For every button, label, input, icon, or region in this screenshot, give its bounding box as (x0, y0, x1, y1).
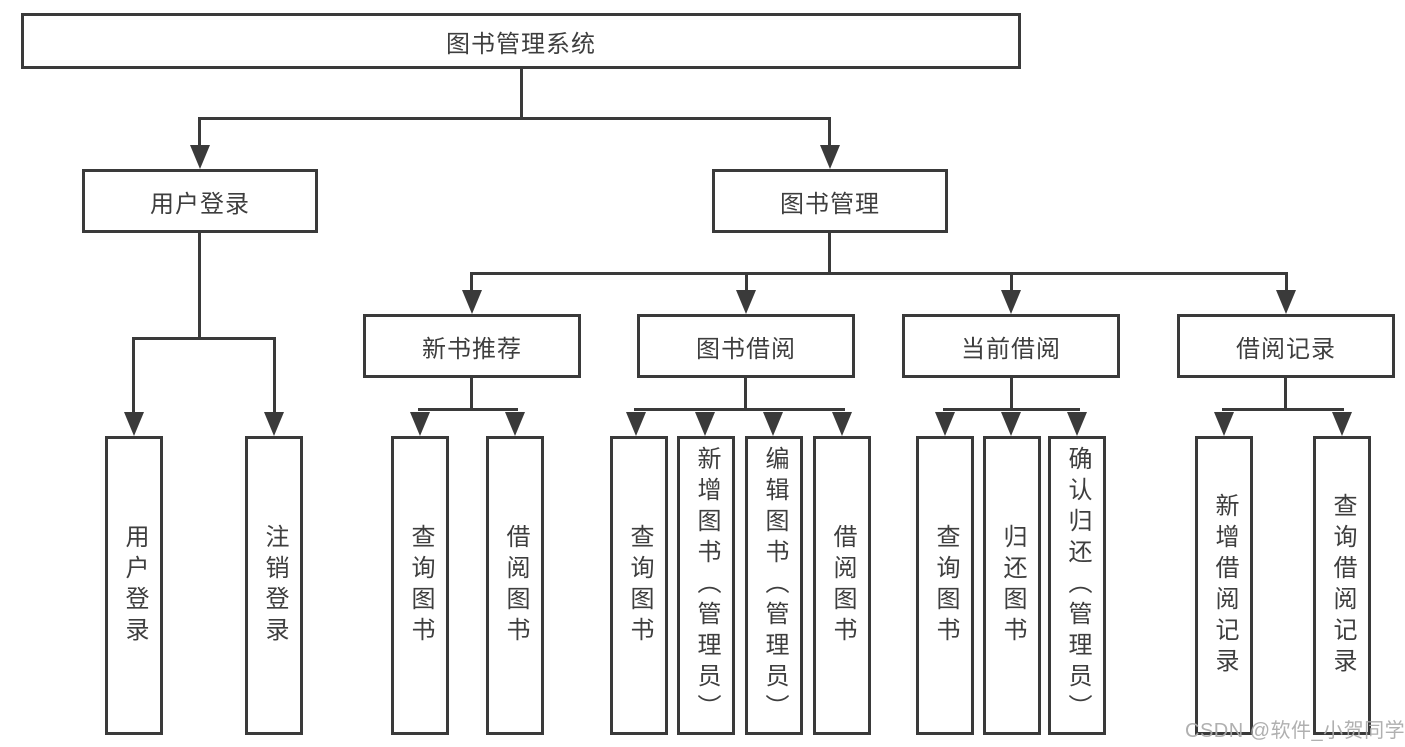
node-borrow-records: 借阅记录 (1177, 314, 1395, 378)
connector-line (1010, 272, 1013, 292)
leaf-confirm-return-admin: 确认归还（管理员） (1048, 436, 1106, 735)
leaf-return-book: 归还图书 (983, 436, 1041, 735)
connector-line (1010, 378, 1013, 411)
leaf-query-book-recommend-label: 查询图书 (407, 523, 434, 648)
connector-line (132, 337, 135, 413)
node-root-label: 图书管理系统 (446, 30, 596, 58)
node-book-borrow-label: 图书借阅 (696, 335, 796, 363)
leaf-user-login: 用户登录 (105, 436, 163, 735)
connector-line (1222, 408, 1344, 411)
node-book-management-label: 图书管理 (780, 190, 880, 218)
connector-line (1284, 378, 1287, 411)
csdn-watermark: CSDN @软件_小贺同学 (1185, 720, 1405, 742)
leaf-user-login-label: 用户登录 (121, 523, 148, 648)
leaf-add-book-admin-label: 新增图书（管理员） (693, 446, 720, 725)
node-root: 图书管理系统 (21, 13, 1021, 69)
leaf-query-borrow-record-label: 查询借阅记录 (1329, 492, 1356, 679)
arrow-down-icon (1214, 412, 1234, 436)
arrow-down-icon (410, 412, 430, 436)
connector-line (828, 233, 831, 275)
node-new-book-recommend-label: 新书推荐 (422, 335, 522, 363)
node-new-book-recommend: 新书推荐 (363, 314, 581, 378)
leaf-query-borrow-record: 查询借阅记录 (1313, 436, 1371, 735)
connector-line (418, 408, 518, 411)
connector-line (744, 378, 747, 411)
leaf-logout: 注销登录 (245, 436, 303, 735)
connector-line (198, 117, 201, 149)
arrow-down-icon (1067, 412, 1087, 436)
connector-line (634, 408, 845, 411)
arrow-down-icon (820, 145, 840, 169)
leaf-borrow-book-label: 借阅图书 (829, 523, 856, 648)
leaf-logout-label: 注销登录 (261, 523, 288, 648)
leaf-borrow-book-recommend-label: 借阅图书 (502, 523, 529, 648)
leaf-borrow-book: 借阅图书 (813, 436, 871, 735)
arrow-down-icon (626, 412, 646, 436)
node-book-borrow: 图书借阅 (637, 314, 855, 378)
arrow-down-icon (1332, 412, 1352, 436)
connector-line (273, 337, 276, 413)
node-current-borrow: 当前借阅 (902, 314, 1120, 378)
leaf-query-book-borrow-label: 查询图书 (626, 523, 653, 648)
connector-line (1285, 272, 1288, 292)
arrow-down-icon (1276, 290, 1296, 314)
arrow-down-icon (736, 290, 756, 314)
arrow-down-icon (1001, 412, 1021, 436)
node-user-login-label: 用户登录 (150, 190, 250, 218)
node-current-borrow-label: 当前借阅 (961, 335, 1061, 363)
connector-line (198, 233, 201, 340)
arrow-down-icon (505, 412, 525, 436)
arrow-down-icon (124, 412, 144, 436)
arrow-down-icon (763, 412, 783, 436)
connector-line (132, 337, 276, 340)
leaf-return-book-label: 归还图书 (999, 523, 1026, 648)
connector-line (470, 272, 1288, 275)
connector-line (470, 272, 473, 292)
connector-line (470, 378, 473, 411)
leaf-query-book-current: 查询图书 (916, 436, 974, 735)
node-user-login: 用户登录 (82, 169, 318, 233)
leaf-query-book-recommend: 查询图书 (391, 436, 449, 735)
leaf-confirm-return-admin-label: 确认归还（管理员） (1064, 446, 1091, 725)
leaf-add-book-admin: 新增图书（管理员） (677, 436, 735, 735)
leaf-query-book-borrow: 查询图书 (610, 436, 668, 735)
leaf-add-borrow-record-label: 新增借阅记录 (1211, 492, 1238, 679)
arrow-down-icon (832, 412, 852, 436)
leaf-add-borrow-record: 新增借阅记录 (1195, 436, 1253, 735)
node-book-management: 图书管理 (712, 169, 948, 233)
arrow-down-icon (264, 412, 284, 436)
connector-line (520, 68, 523, 120)
arrow-down-icon (190, 145, 210, 169)
connector-line (745, 272, 748, 292)
arrow-down-icon (935, 412, 955, 436)
leaf-edit-book-admin-label: 编辑图书（管理员） (761, 446, 788, 725)
arrow-down-icon (1001, 290, 1021, 314)
leaf-edit-book-admin: 编辑图书（管理员） (745, 436, 803, 735)
leaf-query-book-current-label: 查询图书 (932, 523, 959, 648)
node-borrow-records-label: 借阅记录 (1236, 335, 1336, 363)
connector-line (943, 408, 1080, 411)
connector-line (828, 117, 831, 149)
arrow-down-icon (462, 290, 482, 314)
connector-line (198, 117, 831, 120)
leaf-borrow-book-recommend: 借阅图书 (486, 436, 544, 735)
arrow-down-icon (695, 412, 715, 436)
